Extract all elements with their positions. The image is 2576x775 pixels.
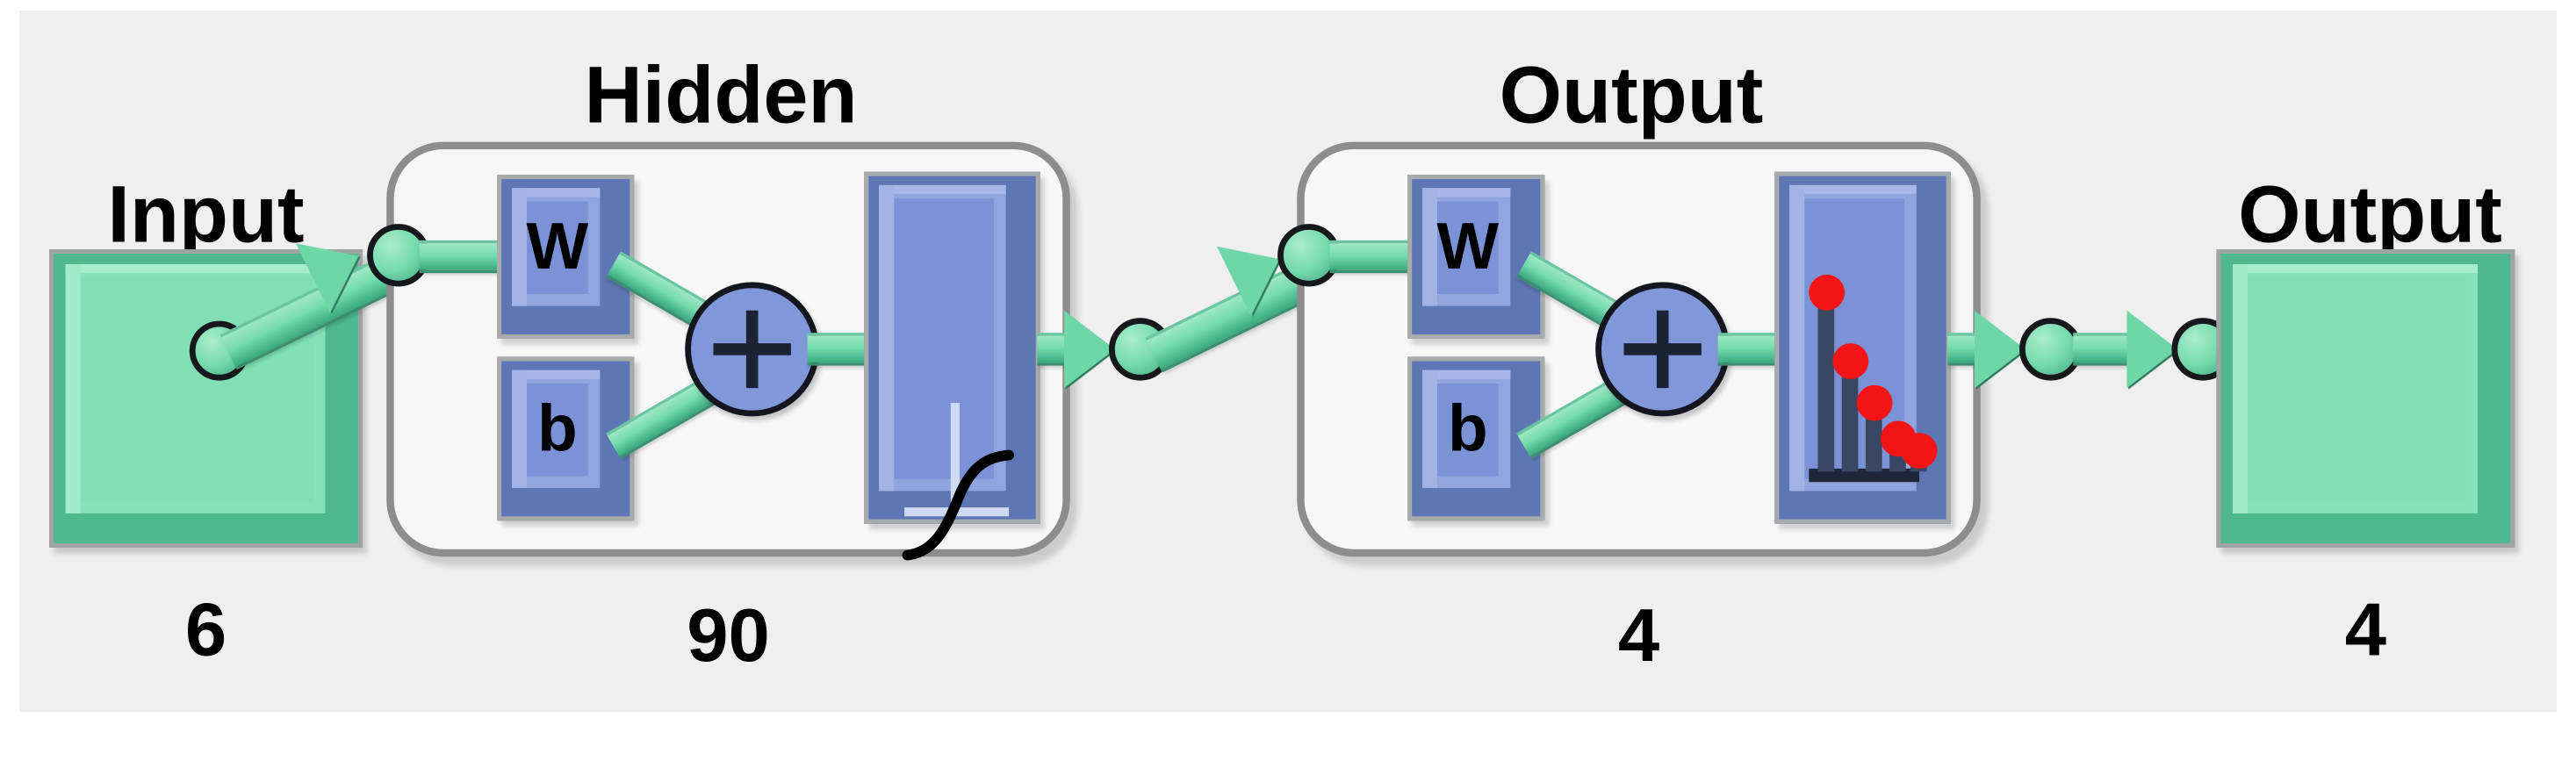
- output-bias-face-inner: [1437, 384, 1499, 477]
- hidden-transfer-highlight-top: [879, 184, 1006, 195]
- output-transfer-block[interactable]: [1774, 171, 1951, 524]
- hidden-transfer-block[interactable]: [864, 171, 1040, 561]
- output-bias-label: b: [1447, 392, 1488, 466]
- output-weight-highlight-left: [1422, 188, 1437, 306]
- hidden-bias-label: b: [536, 392, 578, 466]
- output-block-highlight-left: [2233, 264, 2249, 513]
- hidden-weight-face-inner: [527, 201, 588, 294]
- stem-dot-3: [1856, 384, 1893, 421]
- output-weight-face-inner: [1437, 201, 1499, 294]
- hidden-layer-size-label: 90: [687, 593, 770, 678]
- hidden-weight-highlight-top: [512, 188, 601, 197]
- input-size-label: 6: [184, 587, 227, 672]
- stem-bar-2: [1841, 361, 1859, 472]
- output-layer-size-label: 4: [1617, 593, 1660, 678]
- stem-dot-1: [1809, 274, 1846, 311]
- output-transfer-highlight-left: [1789, 184, 1805, 492]
- stem-dot-5: [1901, 433, 1938, 469]
- output-layer-input-node[interactable]: [1277, 224, 1341, 287]
- output-weight-highlight-top: [1422, 188, 1511, 197]
- hidden-transfer-highlight-left: [879, 184, 895, 492]
- input-block-highlight-top: [65, 264, 326, 274]
- stem-plot-baseline: [1809, 468, 1920, 483]
- connector-node-to-output-weight: [1329, 240, 1420, 274]
- output-block-face-inner: [2248, 277, 2466, 502]
- hidden-bias-highlight-top: [512, 370, 601, 379]
- stem-bar-1: [1817, 292, 1835, 472]
- sigmoid-axis-vertical: [950, 403, 960, 508]
- hidden-bias-highlight-left: [512, 370, 527, 488]
- arrowhead-to-output-block: [2126, 310, 2178, 389]
- hidden-weight-label: W: [526, 210, 589, 284]
- input-block-highlight-left: [65, 264, 81, 513]
- output-block[interactable]: [2216, 249, 2515, 548]
- hidden-weight-highlight-left: [512, 188, 527, 306]
- output-block-highlight-top: [2233, 264, 2478, 274]
- output-weight-label: W: [1436, 210, 1500, 284]
- output-layer-label: Output: [1499, 50, 1764, 140]
- stem-dot-2: [1832, 343, 1869, 379]
- output-bias-highlight-top: [1422, 370, 1511, 379]
- output-bias-block[interactable]: b: [1407, 356, 1545, 521]
- hidden-layer-label: Hidden: [584, 50, 858, 140]
- hidden-sum-node[interactable]: [685, 282, 820, 417]
- output-bias-highlight-left: [1422, 370, 1437, 488]
- arrowhead-hidden-exit: [1064, 310, 1115, 389]
- output-sum-node[interactable]: [1595, 282, 1731, 417]
- hidden-transfer-face-inner: [894, 198, 995, 479]
- output-sum-plus-vertical: [1656, 310, 1669, 389]
- hidden-sum-plus-vertical: [745, 310, 759, 389]
- output-weight-block[interactable]: W: [1407, 175, 1545, 339]
- sigmoid-curve-icon: [902, 449, 1015, 561]
- connector-node-to-hidden-weight: [419, 240, 509, 274]
- hidden-weight-block[interactable]: W: [497, 175, 635, 339]
- network-diagram-canvas: Input 6 Hidden W: [19, 11, 2557, 712]
- arrowhead-output-transfer-exit: [1975, 310, 2026, 389]
- output-size-label: 4: [2344, 587, 2387, 672]
- hidden-bias-face-inner: [527, 384, 588, 477]
- input-label: Input: [107, 169, 305, 260]
- output-label: Output: [2238, 169, 2502, 260]
- output-transfer-highlight-top: [1789, 184, 1917, 195]
